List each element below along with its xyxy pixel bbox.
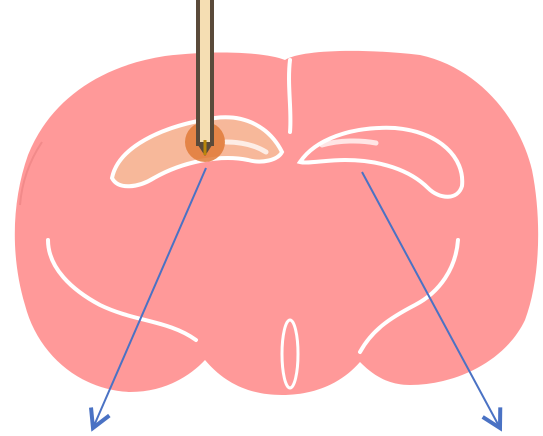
midline-fissure bbox=[289, 60, 290, 132]
brain-tissue bbox=[15, 51, 538, 395]
probe bbox=[196, 0, 214, 156]
brain-section bbox=[15, 51, 538, 395]
probe-shaft bbox=[200, 0, 210, 144]
